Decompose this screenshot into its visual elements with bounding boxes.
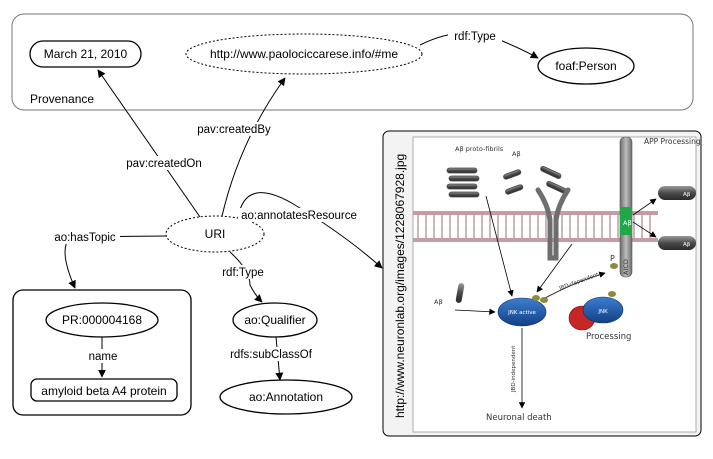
figure-jbd-independent: JBD-independent xyxy=(511,345,517,393)
qualifier-node: ao:Qualifier xyxy=(232,302,318,338)
svg-text:foaf:Person: foaf:Person xyxy=(555,59,616,73)
svg-text:pav:createdBy: pav:createdBy xyxy=(197,124,271,136)
svg-text:ao:annotatesResource: ao:annotatesResource xyxy=(241,210,357,222)
edge-name: name xyxy=(86,337,120,378)
figure-abeta-product-2: Aβ xyxy=(683,242,691,248)
edge-rdf-type: rdf:Type xyxy=(218,251,268,303)
svg-text:rdfs:subClassOf: rdfs:subClassOf xyxy=(230,349,313,361)
fibril-stack xyxy=(446,165,568,198)
svg-text:rdf:Type: rdf:Type xyxy=(222,267,264,279)
jnk-active: JNK active xyxy=(497,295,548,327)
svg-text:ao:hasTopic: ao:hasTopic xyxy=(54,232,116,244)
jnk-processing: JNK Processing xyxy=(568,291,631,342)
svg-text:URI: URI xyxy=(205,227,226,241)
edge-creator-type: rdf:Type xyxy=(419,29,539,59)
figure-proto-fibrils: Aβ proto-fibrils xyxy=(455,145,504,153)
resource-url[interactable]: http://www.neuronlab.org/images/12280679… xyxy=(393,154,407,418)
edge-has-topic: ao:hasTopic xyxy=(50,230,167,289)
person-node: foaf:Person xyxy=(537,47,635,85)
svg-text:amyloid beta A4 protein: amyloid beta A4 protein xyxy=(41,384,166,398)
edge-annotates-resource: ao:annotatesResource xyxy=(237,192,383,269)
svg-text:ao:Annotation: ao:Annotation xyxy=(249,390,323,404)
pr-id-node: PR:000004168 xyxy=(45,302,159,338)
figure-jnk-active: JNK active xyxy=(507,310,536,316)
uri-node: URI xyxy=(165,215,265,253)
figure-app-processing: APP Processing xyxy=(644,137,701,146)
receptor xyxy=(535,187,571,261)
figure-aicd: AICD xyxy=(622,259,630,275)
figure-jnk: JNK xyxy=(597,309,608,315)
edge-subclass-of: rdfs:subClassOf xyxy=(228,336,314,381)
creator-uri-node: http://www.paolociccarese.info/#me xyxy=(185,33,423,75)
figure-processing: Processing xyxy=(586,332,631,342)
svg-text:rdf:Type: rdf:Type xyxy=(454,31,496,43)
free-abeta: Aβ xyxy=(434,283,496,315)
svg-text:ao:Qualifier: ao:Qualifier xyxy=(244,313,305,327)
provenance-label: Provenance xyxy=(30,92,94,106)
svg-text:March 21, 2010: March 21, 2010 xyxy=(44,47,128,61)
svg-text:pav:createdOn: pav:createdOn xyxy=(126,158,201,170)
annotation-node: ao:Annotation xyxy=(219,379,353,415)
figure-neuronal-death: Neuronal death xyxy=(486,413,552,423)
pathway-figure: APP Processing Aβ proto-fibrils Aβ xyxy=(413,136,701,423)
figure-abeta-top: Aβ xyxy=(512,150,521,158)
app-bar: Aβ AICD P xyxy=(610,136,633,278)
svg-text:name: name xyxy=(89,351,118,363)
figure-p: P xyxy=(610,254,615,263)
app-products: Aβ Aβ xyxy=(632,186,696,250)
figure-abeta-left: Aβ xyxy=(434,298,443,306)
figure-abeta-membrane: Aβ xyxy=(623,219,632,227)
figure-abeta-product-1: Aβ xyxy=(683,192,691,198)
svg-text:http://www.paolociccarese.info: http://www.paolociccarese.info/#me xyxy=(210,47,398,61)
date-node: March 21, 2010 xyxy=(29,40,142,68)
edge-created-by: pav:createdBy xyxy=(195,77,286,217)
protein-node: amyloid beta A4 protein xyxy=(30,378,178,402)
edge-created-on: pav:createdOn xyxy=(97,69,206,218)
membrane xyxy=(413,211,658,242)
figure-arrows xyxy=(485,195,606,409)
svg-text:PR:000004168: PR:000004168 xyxy=(62,313,142,327)
resource-box: http://www.neuronlab.org/images/12280679… xyxy=(382,130,702,437)
